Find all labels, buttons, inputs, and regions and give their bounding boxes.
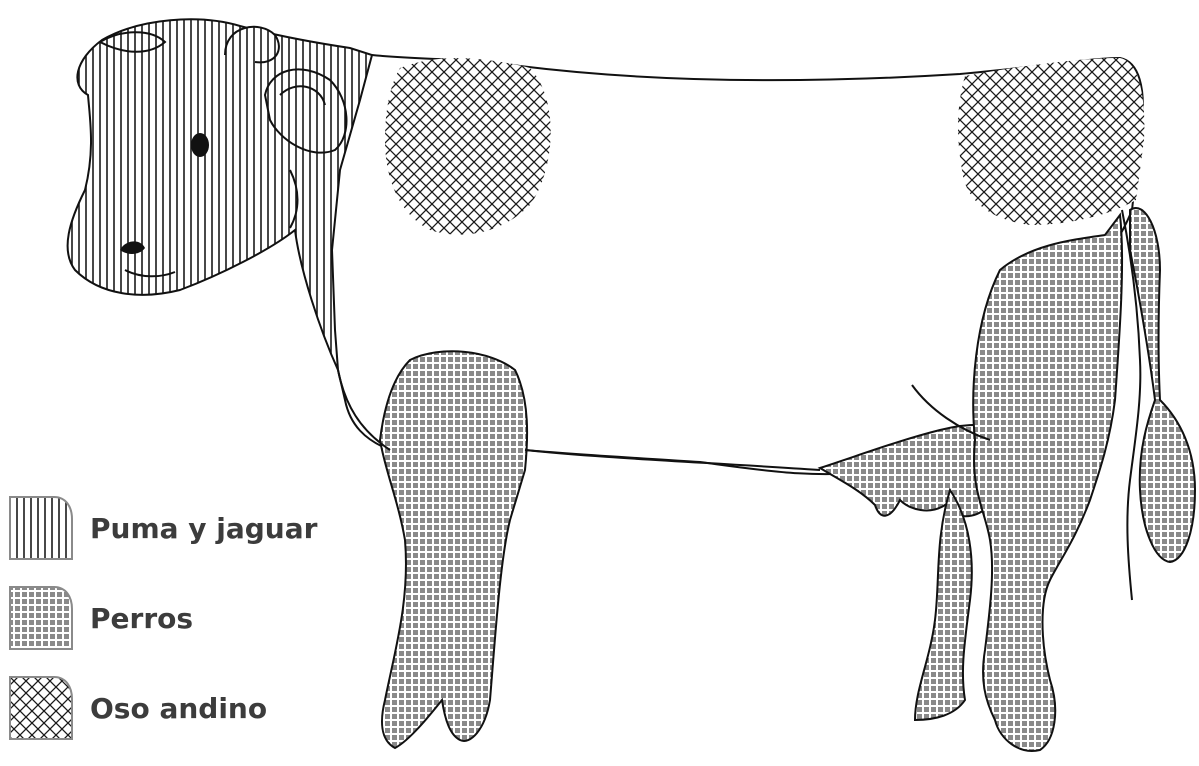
legend-label-bear: Oso andino (90, 692, 267, 725)
hip-patch (958, 58, 1144, 225)
bear-region (385, 58, 1144, 235)
dog-region (380, 208, 1195, 751)
legend: Puma y jaguar Perros Oso andino (8, 496, 317, 766)
vertical-stripes-swatch-icon (8, 495, 74, 561)
rear-leg-near-patch (915, 490, 972, 720)
legend-item-bear: Oso andino (8, 676, 317, 740)
shoulder-patch (385, 58, 551, 235)
crosshatch-swatch-icon (8, 675, 74, 741)
rear-thigh-patch (973, 215, 1122, 751)
head-neck-stripes (68, 19, 372, 370)
front-leg-patch (380, 351, 527, 748)
puma-region (68, 19, 372, 370)
eye (191, 133, 209, 157)
legend-label-puma: Puma y jaguar (90, 512, 317, 545)
grid-squares-swatch-icon (8, 585, 74, 651)
legend-label-dogs: Perros (90, 602, 193, 635)
legend-item-dogs: Perros (8, 586, 317, 650)
belly-line (525, 450, 820, 470)
legend-item-puma: Puma y jaguar (8, 496, 317, 560)
